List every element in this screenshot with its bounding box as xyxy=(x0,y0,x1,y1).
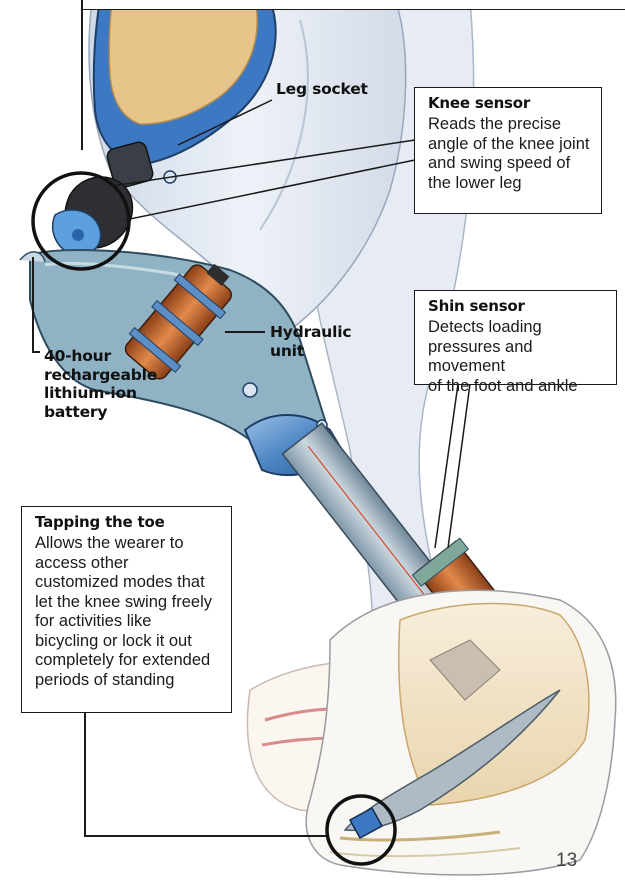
page-number: 13 xyxy=(556,850,577,872)
knee-sensor-body: Reads the precise angle of the knee join… xyxy=(428,115,592,193)
shin-sensor-title: Shin sensor xyxy=(428,297,607,315)
tapping-toe-body: Allows the wearer to access other custom… xyxy=(35,534,222,690)
knee-sensor-title: Knee sensor xyxy=(428,94,592,112)
leg-socket-label: Leg socket xyxy=(276,80,368,99)
hydraulic-unit-label: Hydraulic unit xyxy=(270,323,351,360)
shin-leader-1 xyxy=(435,384,458,548)
tapping-toe-callout: Tapping the toe Allows the wearer to acc… xyxy=(21,506,232,713)
shin-leader-2 xyxy=(448,384,470,548)
shin-sensor-body: Detects loading pressures and movement o… xyxy=(428,318,607,396)
top-edge-box xyxy=(82,0,625,10)
battery-label: 40-hour rechargeable lithium-ion battery xyxy=(44,347,157,421)
knee-sensor-callout: Knee sensor Reads the precise angle of t… xyxy=(414,87,602,214)
shin-sensor-callout: Shin sensor Detects loading pressures an… xyxy=(414,290,617,385)
tapping-toe-title: Tapping the toe xyxy=(35,513,222,531)
